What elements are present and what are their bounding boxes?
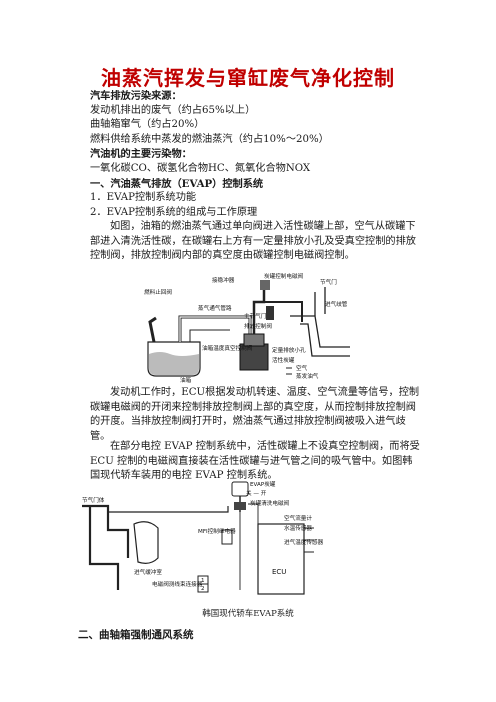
paragraph-3: 在部分电控 EVAP 控制系统中，活性碳罐上不设真空控制阀，而将受 ECU 控制… (90, 441, 420, 482)
label-fixed-orifice: 定量排放小孔 (272, 346, 306, 354)
label-canister-solenoid: 炭罐控制电磁阀 (264, 272, 304, 280)
label-connector: 电磁阀测线束连接器 (152, 580, 203, 588)
label-tank-valve: 油箱温度真空控制阀 (202, 344, 253, 352)
label-air-flow: 空气流量计 (284, 514, 312, 522)
label-main-throttle: 主节气门 (244, 312, 267, 320)
evap-system-diagram: 接稳冲器 炭罐控制电磁阀 节气门 燃料止回阀 蒸气通气管路 进气歧管 主节气门 … (144, 272, 350, 384)
label-intake: 进气歧管 (325, 300, 348, 308)
label-tank: 油箱 (180, 376, 192, 384)
label-throttle-body: 节气门体 (82, 496, 105, 504)
label-throttle: 节气门 (320, 278, 337, 286)
source-item: 燃料供给系统中蒸发的燃油蒸汽（约占10%～20%） (90, 133, 329, 145)
label-mfi-relay: MFI控制继电器 (198, 527, 236, 535)
label-surge-tank: 进气缓冲室 (134, 568, 162, 576)
label-coolant-temp: 水温传感器 (284, 524, 312, 532)
label-vapor: 蒸发油气 (296, 372, 319, 380)
section-heading-1: 一、汽油蒸气排放（EVAP）控制系统 (90, 177, 264, 190)
figure-caption: 韩国现代轿车EVAP系统 (202, 609, 294, 619)
label-throttle-chamber: 接稳冲器 (212, 276, 235, 284)
section-heading-2: 二、曲轴箱强制通风系统 (78, 629, 194, 641)
label-ecu: ECU (272, 568, 286, 576)
list-item: 1．EVAP控制系统功能 (90, 192, 197, 204)
label-pin-1: 1 (201, 578, 205, 584)
pollutants-text: 一氧化碳CO、碳氢化合物HC、氮氧化合物NOX (90, 162, 311, 174)
label-canister: 活性炭罐 (272, 356, 295, 364)
label-off-on: 关 — 开 (246, 489, 267, 497)
label-air: 空气 (296, 364, 308, 372)
label-vapor-pipe: 蒸气通气管路 (198, 304, 232, 312)
source-item: 发动机排出的废气（约占65%以上） (90, 104, 256, 116)
list-item: 2．EVAP控制系统的组成与工作原理 (90, 206, 258, 218)
page-title: 油蒸汽挥发与窜缸废气净化控制 (101, 66, 395, 90)
heading-pollutants: 汽油机的主要污染物： (90, 148, 192, 161)
label-pin-2: 2 (201, 586, 205, 592)
label-evap-canister: EVAP炭罐 (250, 480, 276, 488)
label-purge-solenoid: 炭罐清洗电磁阀 (250, 499, 290, 507)
label-purge-valve: 排放控制阀 (244, 322, 272, 330)
source-item: 曲轴箱窜气（约占20%） (90, 119, 205, 131)
heading-sources: 汽车排放污染来源： (90, 90, 182, 102)
intro-block: 汽车排放污染来源： 发动机排出的废气（约占65%以上） 曲轴箱窜气（约占20%）… (90, 89, 420, 220)
label-fuel-check-valve: 燃料止回阀 (144, 288, 172, 296)
hyundai-evap-diagram: EVAP炭罐 关 — 开 炭罐清洗电磁阀 节气门体 MFI控制继电器 空气流量计… (82, 480, 324, 595)
label-intake-temp: 进气温度传感器 (284, 538, 324, 546)
paragraph-1: 如图，油箱的燃油蒸气通过单向阀进入活性碳罐上部，空气从碳罐下部进入清洗活性碳，在… (90, 221, 416, 262)
paragraph-2: 发动机工作时，ECU根据发动机转速、温度、空气流量等信号，控制碳罐电磁阀的开闭来… (90, 387, 420, 442)
